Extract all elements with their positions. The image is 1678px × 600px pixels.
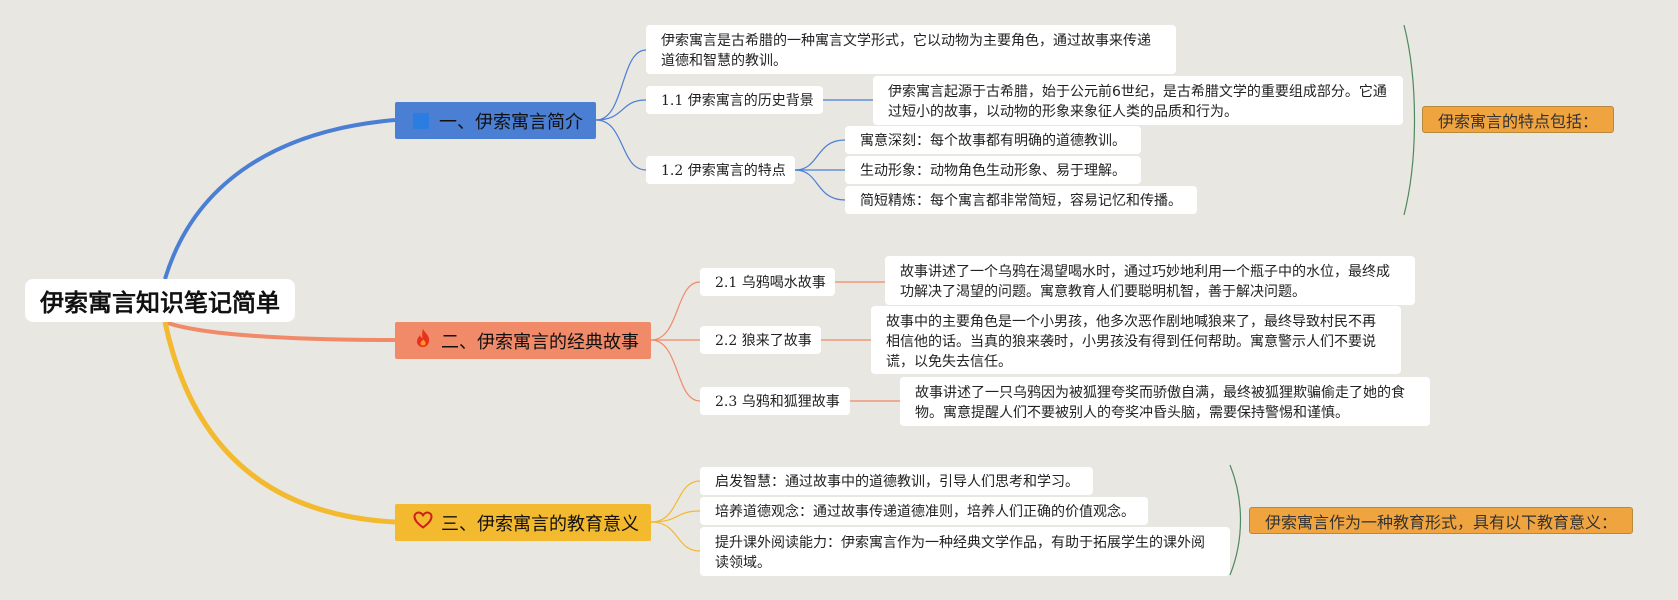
education-item[interactable]: 启发智慧：通过故事中的道德教训，引导人们思考和学习。 bbox=[700, 467, 1093, 495]
root-topic[interactable]: 伊索寓言知识笔记简单 bbox=[25, 279, 295, 322]
node-text: 生动形象：动物角色生动形象、易于理解。 bbox=[860, 163, 1126, 179]
feature-item[interactable]: 简短精炼：每个寓言都非常简短，容易记忆和传播。 bbox=[845, 186, 1197, 214]
subtopic-history[interactable]: 1.1 伊索寓言的历史背景 bbox=[646, 86, 823, 114]
blue-square-icon bbox=[413, 112, 429, 129]
node-text: 伊索寓言起源于古希腊，始于公元前6世纪，是古希腊文学的重要组成部分。它通过短小的… bbox=[888, 84, 1387, 120]
node-text: 培养道德观念：通过故事传递道德准则，培养人们正确的价值观念。 bbox=[715, 504, 1135, 520]
node-text: 简短精炼：每个寓言都非常简短，容易记忆和传播。 bbox=[860, 193, 1182, 209]
branch-label: 二、伊索寓言的经典故事 bbox=[441, 331, 639, 353]
node-text: 提升课外阅读能力：伊索寓言作为一种经典文学作品，有助于拓展学生的课外阅读领域。 bbox=[715, 535, 1205, 571]
education-item[interactable]: 提升课外阅读能力：伊索寓言作为一种经典文学作品，有助于拓展学生的课外阅读领域。 bbox=[700, 527, 1230, 576]
history-detail-node[interactable]: 伊索寓言起源于古希腊，始于公元前6世纪，是古希腊文学的重要组成部分。它通过短小的… bbox=[873, 76, 1403, 125]
heart-icon bbox=[413, 511, 433, 534]
node-label: 2.3 乌鸦和狐狸故事 bbox=[715, 394, 840, 410]
branch-label: 一、伊索寓言简介 bbox=[439, 111, 583, 133]
summary-education[interactable]: 伊索寓言作为一种教育形式，具有以下教育意义： bbox=[1249, 507, 1633, 534]
branch-introduction[interactable]: 一、伊索寓言简介 bbox=[395, 102, 596, 139]
story-detail-node[interactable]: 故事讲述了一只乌鸦因为被狐狸夸奖而骄傲自满，最终被狐狸欺骗偷走了她的食物。寓意提… bbox=[900, 377, 1430, 426]
fire-icon bbox=[413, 328, 433, 353]
branch-classic-stories[interactable]: 二、伊索寓言的经典故事 bbox=[395, 322, 651, 359]
node-label: 2.1 乌鸦喝水故事 bbox=[715, 275, 826, 291]
summary-features[interactable]: 伊索寓言的特点包括： bbox=[1422, 106, 1614, 133]
subtopic-story[interactable]: 2.3 乌鸦和狐狸故事 bbox=[700, 387, 850, 415]
node-label: 1.1 伊索寓言的历史背景 bbox=[661, 93, 814, 109]
node-text: 故事讲述了一个乌鸦在渴望喝水时，通过巧妙地利用一个瓶子中的水位，最终成功解决了渴… bbox=[900, 264, 1390, 300]
node-label: 2.2 狼来了故事 bbox=[715, 333, 812, 349]
intro-text-node[interactable]: 伊索寓言是古希腊的一种寓言文学形式，它以动物为主要角色，通过故事来传递道德和智慧… bbox=[646, 25, 1176, 74]
subtopic-features[interactable]: 1.2 伊索寓言的特点 bbox=[646, 156, 795, 184]
root-title: 伊索寓言知识笔记简单 bbox=[40, 289, 280, 317]
story-detail-node[interactable]: 故事讲述了一个乌鸦在渴望喝水时，通过巧妙地利用一个瓶子中的水位，最终成功解决了渴… bbox=[885, 256, 1415, 305]
story-detail-node[interactable]: 故事中的主要角色是一个小男孩，他多次恶作剧地喊狼来了，最终导致村民不再相信他的话… bbox=[871, 306, 1401, 374]
summary-text: 伊索寓言作为一种教育形式，具有以下教育意义： bbox=[1264, 512, 1617, 532]
node-text: 启发智慧：通过故事中的道德教训，引导人们思考和学习。 bbox=[715, 474, 1079, 490]
education-item[interactable]: 培养道德观念：通过故事传递道德准则，培养人们正确的价值观念。 bbox=[700, 497, 1148, 525]
subtopic-story[interactable]: 2.2 狼来了故事 bbox=[700, 326, 821, 354]
subtopic-story[interactable]: 2.1 乌鸦喝水故事 bbox=[700, 268, 835, 296]
node-label: 1.2 伊索寓言的特点 bbox=[661, 163, 786, 179]
feature-item[interactable]: 生动形象：动物角色生动形象、易于理解。 bbox=[845, 156, 1141, 184]
feature-item[interactable]: 寓意深刻：每个故事都有明确的道德教训。 bbox=[845, 126, 1141, 154]
node-text: 故事讲述了一只乌鸦因为被狐狸夸奖而骄傲自满，最终被狐狸欺骗偷走了她的食物。寓意提… bbox=[915, 385, 1405, 421]
node-text: 寓意深刻：每个故事都有明确的道德教训。 bbox=[860, 133, 1126, 149]
summary-text: 伊索寓言的特点包括： bbox=[1437, 111, 1598, 131]
node-text: 故事中的主要角色是一个小男孩，他多次恶作剧地喊狼来了，最终导致村民不再相信他的话… bbox=[886, 314, 1376, 370]
branch-label: 三、伊索寓言的教育意义 bbox=[441, 513, 639, 535]
node-text: 伊索寓言是古希腊的一种寓言文学形式，它以动物为主要角色，通过故事来传递道德和智慧… bbox=[661, 33, 1151, 69]
branch-educational-value[interactable]: 三、伊索寓言的教育意义 bbox=[395, 504, 651, 541]
